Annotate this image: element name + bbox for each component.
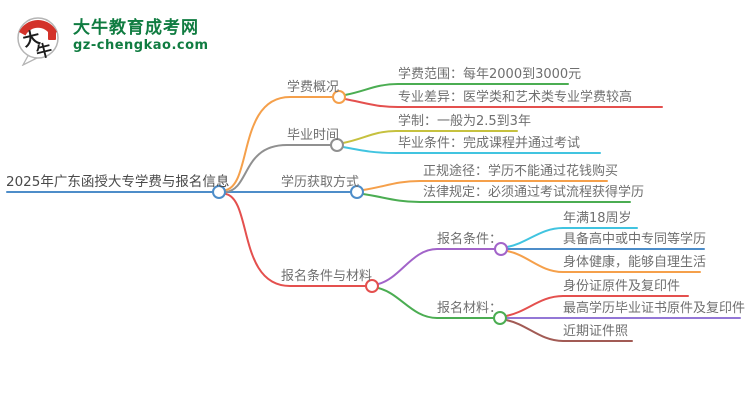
node-connector-tuition[interactable]	[332, 90, 346, 104]
subbranch-line-materials	[377, 287, 495, 319]
logo-red-cap	[19, 19, 57, 36]
subbranch-materials[interactable]: 报名材料：	[437, 301, 503, 316]
leaf-line-health	[506, 250, 701, 273]
daniu-logo-icon: 大 牛	[17, 17, 59, 66]
leaf-law-rule[interactable]: 法律规定：必须通过考试流程获得学历	[423, 185, 645, 200]
leaf-schooling[interactable]: 学制：一般为2.5到3年	[398, 114, 531, 129]
leaf-line-formal-way	[362, 180, 608, 191]
node-connector-materials[interactable]	[493, 311, 507, 325]
leaf-tuition-range[interactable]: 学费范围：每年2000到3000元	[398, 67, 582, 82]
branch-tuition[interactable]: 学费概况	[287, 80, 340, 95]
leaf-line-schooling	[342, 130, 518, 144]
leaf-line-tuition-range	[344, 83, 569, 96]
branch-line-graduation	[225, 144, 332, 193]
root-topic[interactable]: 2025年广东函授大专学费与报名信息	[6, 174, 230, 190]
node-connector-enrollment[interactable]	[365, 279, 379, 293]
leaf-line-law-rule	[362, 193, 631, 203]
logo-site-domain: gz-chengkao.com	[73, 38, 209, 53]
leaf-formal-way[interactable]: 正规途径：学历不能通过花钱购买	[423, 164, 619, 179]
leaf-line-grad-condition	[342, 146, 601, 154]
branch-diploma[interactable]: 学历获取方式	[281, 175, 360, 190]
leaf-idcard[interactable]: 身份证原件及复印件	[563, 279, 681, 294]
branch-line-tuition	[225, 96, 334, 191]
branch-graduation[interactable]: 毕业时间	[287, 128, 340, 143]
logo-seal	[48, 31, 56, 40]
subbranch-conditions[interactable]: 报名条件：	[437, 232, 503, 247]
leaf-education[interactable]: 具备高中或中专同等学历	[563, 232, 707, 247]
branch-enrollment[interactable]: 报名条件与材料	[281, 269, 373, 284]
leaf-tuition-major[interactable]: 专业差异：医学类和艺术类专业学费较高	[398, 90, 633, 105]
site-logo[interactable]: 大 牛 大牛教育成考网 gz-chengkao.com	[12, 10, 209, 66]
node-connector-root[interactable]	[212, 185, 226, 199]
leaf-diploma-copy[interactable]: 最高学历毕业证书原件及复印件	[563, 301, 746, 316]
subbranch-line-conditions	[377, 248, 496, 285]
logo-site-name: 大牛教育成考网	[73, 18, 199, 38]
branch-line-enrollment	[225, 193, 367, 287]
leaf-line-age	[506, 227, 638, 248]
node-connector-conditions[interactable]	[494, 242, 508, 256]
leaf-line-photo	[505, 319, 633, 342]
logo-char-da: 大	[21, 27, 43, 51]
leaf-line-tuition-major	[344, 98, 663, 108]
node-connector-diploma[interactable]	[350, 185, 364, 199]
leaf-health[interactable]: 身体健康，能够自理生活	[563, 255, 707, 270]
leaf-grad-condition[interactable]: 毕业条件：完成课程并通过考试	[398, 136, 581, 151]
leaf-photo[interactable]: 近期证件照	[563, 324, 629, 339]
leaf-age[interactable]: 年满18周岁	[563, 211, 632, 226]
leaf-line-idcard	[505, 295, 689, 317]
node-connector-graduation[interactable]	[330, 138, 344, 152]
logo-char-niu: 牛	[34, 40, 54, 62]
